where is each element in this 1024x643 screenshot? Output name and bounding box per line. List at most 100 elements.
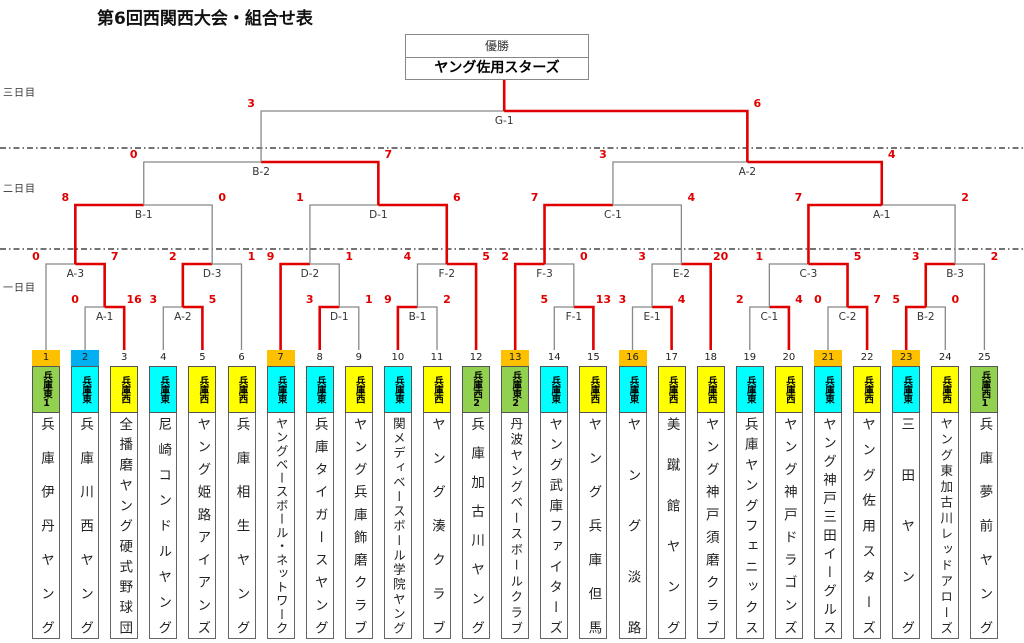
winner-path bbox=[182, 305, 204, 350]
team-number: 9 bbox=[355, 352, 362, 363]
team-entry: 9 兵庫西ヤング兵庫飾磨クラブ bbox=[344, 350, 373, 639]
team-region-badge: 兵庫東 bbox=[305, 366, 334, 413]
match-label: B-2 bbox=[917, 311, 935, 323]
match-label: D-1 bbox=[369, 209, 388, 221]
team-region-badge: 兵庫西 bbox=[344, 366, 373, 413]
team-number: 14 bbox=[547, 352, 561, 363]
team-name: ヤング湊クラブ bbox=[423, 413, 451, 639]
team-name: 兵庫夢前ヤング bbox=[970, 413, 999, 639]
score-right: 5 bbox=[482, 250, 490, 263]
match-label: D-2 bbox=[301, 268, 320, 280]
match-label: C-2 bbox=[839, 311, 857, 323]
score-left: 2 bbox=[736, 293, 744, 306]
winner-path bbox=[279, 262, 310, 350]
team-region-badge: 兵庫西 bbox=[931, 366, 960, 413]
team-region-badge: 兵庫西 bbox=[696, 366, 725, 413]
match-label: A-2 bbox=[739, 166, 756, 178]
score-right: 2 bbox=[991, 250, 999, 263]
score-left: 3 bbox=[619, 293, 627, 306]
team-name: 兵庫川西ヤング bbox=[71, 413, 100, 639]
score-left: 9 bbox=[384, 293, 392, 306]
match-label: F-3 bbox=[536, 268, 553, 280]
winner-path bbox=[747, 160, 884, 205]
team-region-badge: 兵庫東 bbox=[71, 366, 100, 413]
team-region-badge: 兵庫西 bbox=[188, 366, 217, 413]
team-name: 兵庫ヤングフェニックス bbox=[735, 413, 764, 639]
day-label-2: 二日目 bbox=[3, 184, 36, 195]
team-name: ヤング神戸須磨クラブ bbox=[696, 413, 725, 639]
champion-label: 優勝 bbox=[406, 35, 588, 58]
score-left: 3 bbox=[638, 250, 646, 263]
match-label: A-3 bbox=[67, 268, 84, 280]
score-right: 1 bbox=[248, 250, 256, 263]
winner-path bbox=[924, 262, 956, 307]
team-name: ヤング兵庫飾磨クラブ bbox=[344, 413, 373, 639]
team-name: 兵庫伊丹ヤング bbox=[32, 413, 60, 639]
score-right: 4 bbox=[688, 191, 696, 204]
team-number: 4 bbox=[160, 352, 167, 363]
score-left: 7 bbox=[795, 191, 803, 204]
team-number: 13 bbox=[501, 350, 530, 366]
winner-path bbox=[261, 160, 380, 205]
team-region-badge: 兵庫東1 bbox=[32, 366, 60, 413]
score-right: 1 bbox=[365, 293, 373, 306]
team-name: 兵庫相生ヤング bbox=[227, 413, 256, 639]
match-label: A-2 bbox=[174, 311, 191, 323]
team-name: ヤングベースボール・ネットワーク bbox=[266, 413, 295, 639]
team-region-badge: 兵庫西 bbox=[110, 366, 139, 413]
score-right: 4 bbox=[888, 148, 896, 161]
winner-path bbox=[807, 203, 882, 264]
score-left: 5 bbox=[892, 293, 900, 306]
day-label-3: 三日目 bbox=[3, 88, 36, 99]
score-left: 3 bbox=[149, 293, 157, 306]
team-number: 12 bbox=[469, 352, 483, 363]
team-region-badge: 兵庫東 bbox=[149, 366, 178, 413]
score-left: 2 bbox=[169, 250, 177, 263]
team-region-badge: 兵庫東2 bbox=[501, 366, 530, 413]
score-right: 4 bbox=[678, 293, 686, 306]
score-left: 7 bbox=[531, 191, 539, 204]
team-region-badge: 兵庫西2 bbox=[462, 366, 491, 413]
score-left: 0 bbox=[130, 148, 138, 161]
team-number: 19 bbox=[743, 352, 757, 363]
match-label: A-1 bbox=[873, 209, 890, 221]
team-number: 21 bbox=[814, 350, 842, 366]
match-label: A-1 bbox=[96, 311, 113, 323]
team-number: 16 bbox=[618, 350, 647, 366]
team-region-badge: 兵庫西 bbox=[423, 366, 451, 413]
winner-path bbox=[808, 262, 849, 307]
score-right: 6 bbox=[453, 191, 461, 204]
match-label: C-1 bbox=[604, 209, 622, 221]
match-label: C-3 bbox=[800, 268, 818, 280]
score-left: 5 bbox=[540, 293, 548, 306]
score-left: 2 bbox=[501, 250, 509, 263]
match-label: B-2 bbox=[252, 166, 270, 178]
match-label: C-1 bbox=[760, 311, 778, 323]
team-number: 2 bbox=[71, 350, 100, 366]
champion-box: 優勝 ヤング佐用スターズ bbox=[405, 34, 589, 80]
match-label: E-2 bbox=[673, 268, 690, 280]
score-right: 5 bbox=[209, 293, 217, 306]
match-label: G-1 bbox=[495, 115, 514, 127]
team-name: ヤング武庫ファイターズ bbox=[540, 413, 569, 639]
winner-path bbox=[446, 262, 478, 350]
team-region-badge: 兵庫西 bbox=[774, 366, 803, 413]
page-title: 第6回西関西大会・組合せ表 bbox=[97, 9, 313, 29]
team-number: 10 bbox=[391, 352, 405, 363]
score-right: 0 bbox=[951, 293, 959, 306]
team-number: 11 bbox=[430, 352, 444, 363]
